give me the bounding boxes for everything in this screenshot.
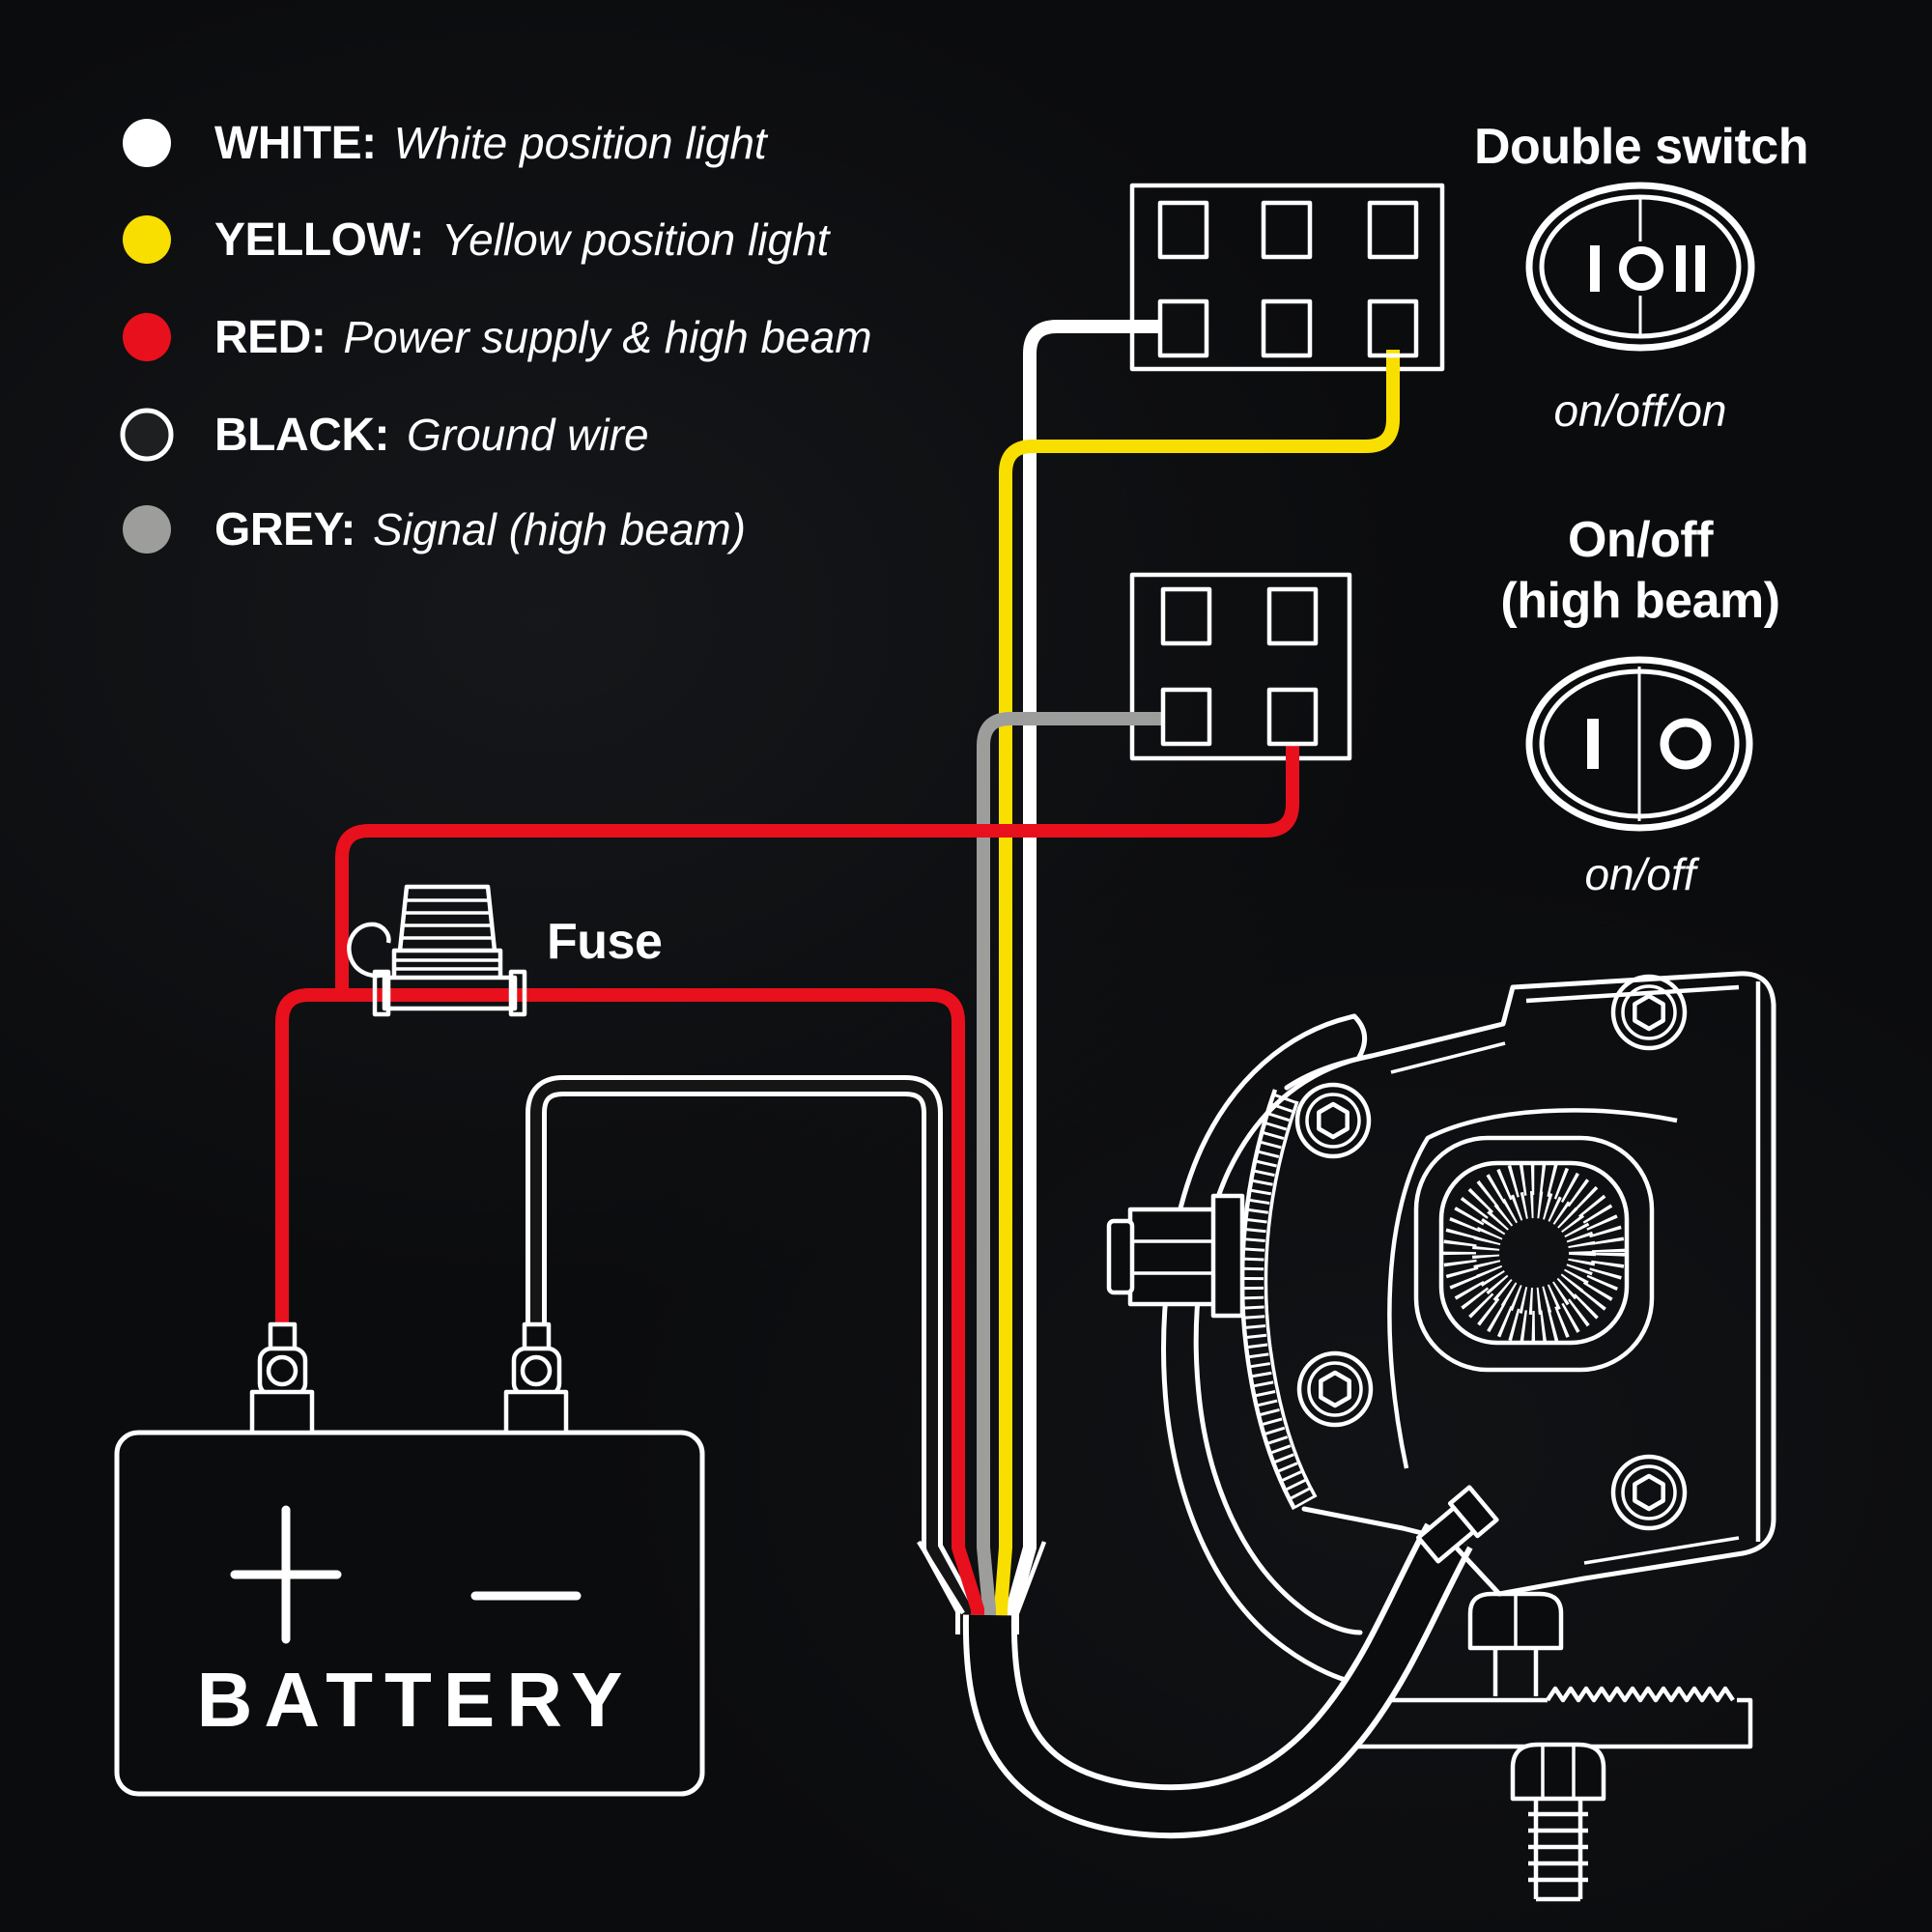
legend-item-grey: GREY: Signal (high beam) [120, 500, 746, 558]
mount-bolt [1510, 1742, 1606, 1902]
yellow-wire [994, 350, 1400, 1634]
position-I-mark [1590, 245, 1600, 292]
connector-6pin-pins [1157, 200, 1419, 358]
legend-desc: Ground wire [406, 410, 649, 460]
legend-label: GREY: [214, 503, 355, 555]
connector-4pin [1129, 572, 1352, 761]
legend-item-red: RED: Power supply & high beam [120, 308, 872, 366]
white-dot-icon [123, 119, 171, 167]
onoff-switch-caption: on/off [1584, 849, 1696, 899]
grey-wire [977, 712, 1161, 1634]
cable-gland [1416, 1485, 1499, 1564]
screw [1610, 1454, 1688, 1531]
legend-label: BLACK: [214, 409, 389, 461]
battery-symbol [114, 1321, 705, 1797]
legend-item-black: BLACK: Ground wire [120, 406, 649, 464]
legend-desc: Signal (high beam) [372, 504, 747, 554]
legend-desc: Yellow position light [440, 214, 830, 265]
position-I-mark [1587, 719, 1599, 769]
position-II-mark2 [1695, 245, 1705, 292]
legend-label: YELLOW: [214, 213, 424, 266]
battery-terminal-positive [249, 1321, 315, 1435]
yellow-dot-icon [123, 215, 171, 264]
screw [1610, 974, 1688, 1051]
legend-item-white: WHITE: White position light [120, 114, 767, 172]
onoff-title-line2: (high beam) [1500, 573, 1780, 629]
battery-label: BATTERY [196, 1657, 635, 1743]
connector-6pin [1129, 183, 1445, 372]
grey-dot-icon [123, 505, 171, 554]
screw [1294, 1082, 1372, 1159]
battery-terminal-negative [503, 1321, 569, 1435]
position-O-mark [1660, 718, 1712, 770]
red-dot-icon [123, 313, 171, 361]
fuse-symbol [347, 884, 527, 1017]
mounting-bracket-arm [1161, 1013, 1367, 1686]
led-light [962, 971, 1776, 1902]
plus-sign [230, 1505, 342, 1644]
onoff-title-line1: On/off [1567, 512, 1714, 568]
legend-label: WHITE: [214, 117, 377, 169]
fuse-label: Fuse [547, 914, 663, 970]
legend-desc: Power supply & high beam [343, 312, 872, 362]
side-bolt [1106, 1193, 1245, 1319]
heatsink-fan [1438, 1160, 1630, 1346]
onoff-switch-title: On/off (high beam) [1500, 510, 1780, 632]
mounting-foot [1353, 1648, 1753, 1749]
legend-desc: White position light [393, 118, 767, 168]
double-switch-title: Double switch [1474, 119, 1808, 175]
red-wire [275, 746, 1299, 1634]
double-switch-caption: on/off/on [1553, 385, 1727, 436]
onoff-switch-symbol [1525, 656, 1753, 832]
cable-junction [917, 1540, 1047, 1615]
position-II-mark [1676, 245, 1686, 292]
double-switch-symbol [1525, 182, 1755, 352]
black-dot-icon [120, 408, 174, 462]
screw [1296, 1350, 1374, 1428]
connector-4pin-pins [1160, 586, 1319, 747]
legend-label: RED: [214, 311, 327, 363]
heatsink-edge [1239, 1089, 1318, 1511]
black-wire [526, 1075, 977, 1634]
legend-item-yellow: YELLOW: Yellow position light [120, 211, 829, 269]
position-O-mark [1619, 246, 1663, 291]
light-cable [962, 1522, 1473, 1839]
white-wire [1006, 320, 1161, 1634]
